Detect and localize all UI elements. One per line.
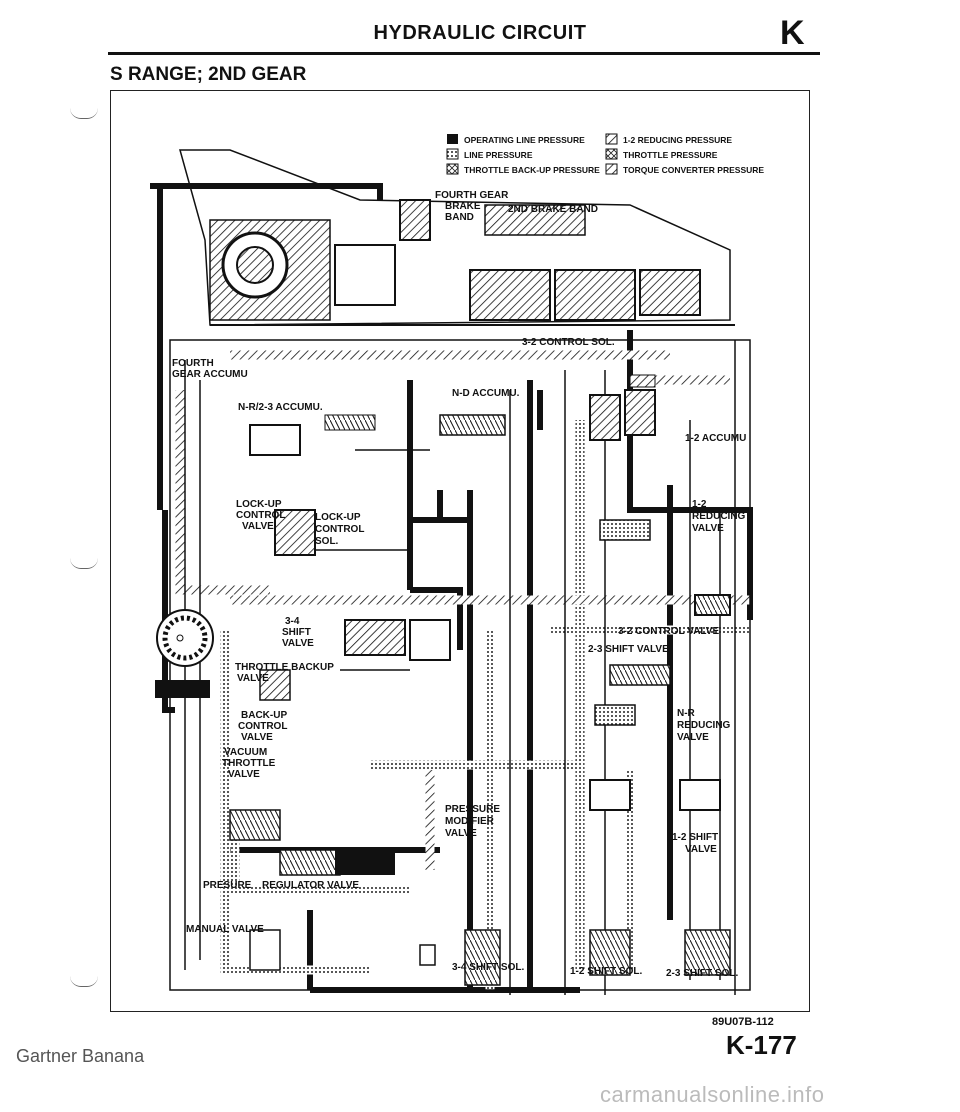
label-back-up-control-valve: CONTROL xyxy=(238,721,287,732)
margin-mark xyxy=(70,976,98,987)
transmission-assembly xyxy=(179,149,735,326)
label-fourth-gear-accumu: GEAR ACCUMU xyxy=(172,369,248,380)
label-throttle-backup-valve: VALVE xyxy=(237,673,269,684)
legend: OPERATING LINE PRESSURE LINE PRESSURE TH… xyxy=(446,133,764,175)
label-1-2-reducing-valve: REDUCING xyxy=(692,511,746,522)
label-2-3-shift-sol: 2-3 SHIFT SOL. xyxy=(666,968,738,979)
label-fourth-gear-brake-band: BAND xyxy=(445,212,474,223)
legend-label: OPERATING LINE PRESSURE xyxy=(464,135,585,145)
label-1-2-shift-valve: VALVE xyxy=(685,844,717,855)
label-back-up-control-valve: VALVE xyxy=(241,732,273,743)
label-manual-valve: MANUAL VALVE xyxy=(186,924,264,935)
legend-swatch-reducing xyxy=(605,133,618,145)
label-1-2-accumu: 1-2 ACCUMU xyxy=(685,433,746,444)
label-back-up-control-valve: BACK-UP xyxy=(241,710,287,721)
label-3-4-shift-sol: 3-4 SHIFT SOL. xyxy=(452,962,524,973)
label-3-4-shift-valve: SHIFT xyxy=(282,627,311,638)
label-fourth-gear-brake-band: BRAKE xyxy=(445,201,481,212)
label-vacuum-throttle-valve: VACUUM xyxy=(224,747,267,758)
label-1-2-reducing-valve: VALVE xyxy=(692,523,724,534)
legend-swatch-torque-converter xyxy=(605,163,618,175)
legend-label: LINE PRESSURE xyxy=(464,150,533,160)
label-lock-up-control-sol: SOL. xyxy=(315,536,339,547)
label-lock-up-control-valve: LOCK-UP xyxy=(236,499,282,510)
label-lock-up-control-sol: LOCK-UP xyxy=(315,512,361,523)
label-vacuum-throttle-valve: THROTTLE xyxy=(222,758,276,769)
label-2nd-brake-band: 2ND BRAKE BAND xyxy=(508,204,598,215)
reducing-pressure-passages xyxy=(175,350,750,870)
legend-swatch-line-pressure xyxy=(446,148,459,160)
legend-label: TORQUE CONVERTER PRESSURE xyxy=(623,165,764,175)
legend-swatch-throttle-backup xyxy=(446,163,459,175)
legend-swatch-throttle xyxy=(605,148,618,160)
legend-label: 1-2 REDUCING PRESSURE xyxy=(623,135,732,145)
label-1-2-shift-sol: 1-2 SHIFT SOL. xyxy=(570,966,642,977)
watermark-url: carmanualsonline.info xyxy=(600,1082,825,1107)
label-n-r-reducing-valve: N-R xyxy=(677,708,696,719)
label-pressure-modifier-valve: VALVE xyxy=(445,828,477,839)
label-n-d-accumu: N-D ACCUMU. xyxy=(452,388,520,399)
label-pressure-regulator-valve: PRESURE xyxy=(203,880,252,891)
label-1-2-shift-valve: 1-2 SHIFT xyxy=(672,832,718,843)
label-3-4-shift-valve: 3-4 xyxy=(285,616,300,627)
legend-label: THROTTLE BACK-UP PRESSURE xyxy=(464,165,600,175)
label-2-3-shift-valve: 2-3 SHIFT VALVE xyxy=(588,644,669,655)
label-n-r-2-3-accumu: N-R/2-3 ACCUMU. xyxy=(238,402,323,413)
oil-pump xyxy=(155,609,214,698)
label-pressure-regulator-valve: REGULATOR VALVE xyxy=(262,880,359,891)
label-n-r-reducing-valve: REDUCING xyxy=(677,720,731,731)
label-fourth-gear-accumu: FOURTH xyxy=(172,358,214,369)
page-header-title: HYDRAULIC CIRCUIT xyxy=(373,22,587,44)
legend-label: THROTTLE PRESSURE xyxy=(623,150,718,160)
label-n-r-reducing-valve: VALVE xyxy=(677,732,709,743)
label-lock-up-control-sol: CONTROL xyxy=(315,524,364,535)
label-pressure-modifier-valve: MODIFIER xyxy=(445,816,495,827)
section-title: S RANGE; 2ND GEAR xyxy=(110,64,307,85)
valve-bodies xyxy=(229,374,731,986)
hydraulic-circuit-diagram: OPERATING LINE PRESSURE LINE PRESSURE TH… xyxy=(150,133,764,995)
label-3-4-shift-valve: VALVE xyxy=(282,638,314,649)
header-rule xyxy=(108,52,820,55)
margin-mark xyxy=(70,108,98,119)
label-3-2-control-sol: 3-2 CONTROL SOL. xyxy=(522,337,615,348)
legend-swatch-operating-line xyxy=(447,134,458,144)
margin-mark xyxy=(70,558,98,569)
watermark-text: Gartner Banana xyxy=(16,1046,145,1066)
label-vacuum-throttle-valve: VALVE xyxy=(228,769,260,780)
label-lock-up-control-valve: CONTROL xyxy=(236,510,285,521)
diagram-frame xyxy=(110,90,810,1012)
section-letter: K xyxy=(780,14,805,52)
label-throttle-backup-valve: THROTTLE BACKUP xyxy=(235,662,334,673)
label-1-2-reducing-valve: 1-2 xyxy=(692,499,707,510)
outline-passages xyxy=(169,339,751,995)
figure-code: 89U07B-112 xyxy=(712,1016,774,1028)
label-3-2-control-valve: 3-2 CONTROL VALVE xyxy=(618,626,719,637)
label-fourth-gear-brake-band: FOURTH GEAR xyxy=(435,190,509,201)
page-number: K-177 xyxy=(726,1030,797,1060)
line-pressure-passages xyxy=(220,420,750,990)
label-pressure-modifier-valve: PRESSURE xyxy=(445,804,500,815)
component-labels: FOURTH GEAR BRAKE BAND 2ND BRAKE BAND FO… xyxy=(172,190,746,979)
label-lock-up-control-valve: VALVE xyxy=(242,521,274,532)
